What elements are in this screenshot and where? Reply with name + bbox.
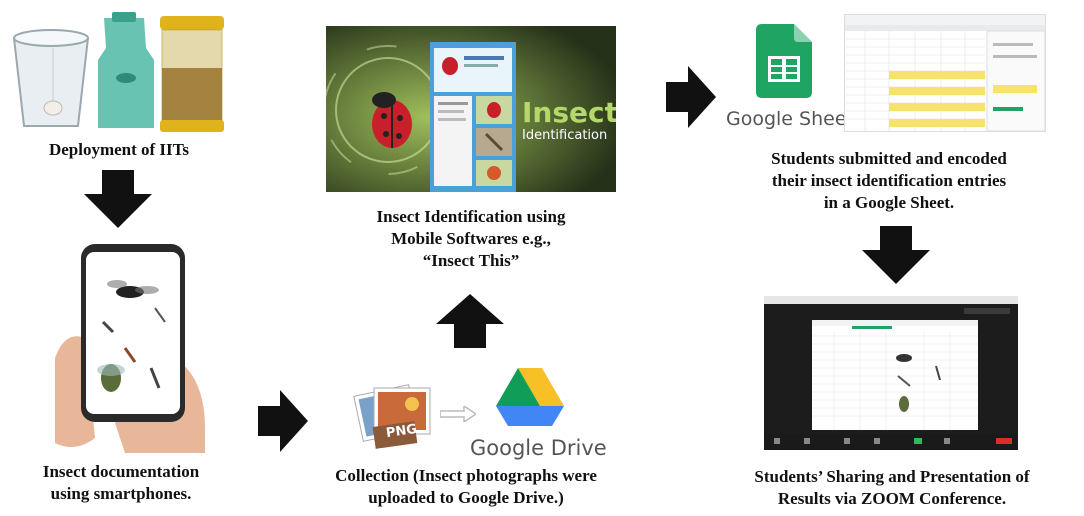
google-drive-icon <box>496 366 564 431</box>
upload-arrow-icon <box>439 404 478 427</box>
identification-caption-2: Mobile Softwares e.g., <box>391 229 551 248</box>
photo-files-icon: PNG <box>352 380 436 450</box>
identification-caption-1: Insect Identification using <box>376 207 566 226</box>
insect-app-screenshot: Insect Identification <box>326 26 616 192</box>
arrow-down-1 <box>84 170 152 233</box>
documentation-caption-2: using smartphones. <box>50 484 192 503</box>
sheets-caption-3: in a Google Sheet. <box>823 193 955 212</box>
arrow-down-2 <box>862 226 930 289</box>
app-subtitle: Identification <box>522 128 608 143</box>
arrow-up-1 <box>436 294 504 353</box>
sheets-caption-2: their insect identification entries <box>771 171 1007 190</box>
zoom-caption-1: Students’ Sharing and Presentation of <box>754 467 1030 486</box>
sheets-caption-1: Students submitted and encoded <box>771 149 1007 168</box>
documentation-caption-1: Insect documentation <box>42 462 200 481</box>
google-sheets-icon <box>756 24 812 103</box>
app-title: Insect <box>522 96 616 129</box>
spreadsheet-screenshot <box>844 14 1046 132</box>
deployment-caption: Deployment of IITs <box>48 140 190 159</box>
collection-caption-2: uploaded to Google Drive.) <box>368 488 564 507</box>
traps-photo <box>8 8 228 136</box>
collection-caption-1: Collection (Insect photographs were <box>335 466 597 485</box>
zoom-caption-2: Results via ZOOM Conference. <box>777 489 1007 508</box>
smartphone-photo <box>55 238 205 453</box>
arrow-right-1 <box>258 390 308 457</box>
zoom-meeting-screenshot <box>764 296 1018 450</box>
google-drive-label: Google Drive <box>470 436 607 460</box>
google-sheets-label: Google Sheets <box>726 108 864 130</box>
identification-caption-3: “Insect This” <box>422 251 520 270</box>
arrow-right-2 <box>666 66 716 133</box>
